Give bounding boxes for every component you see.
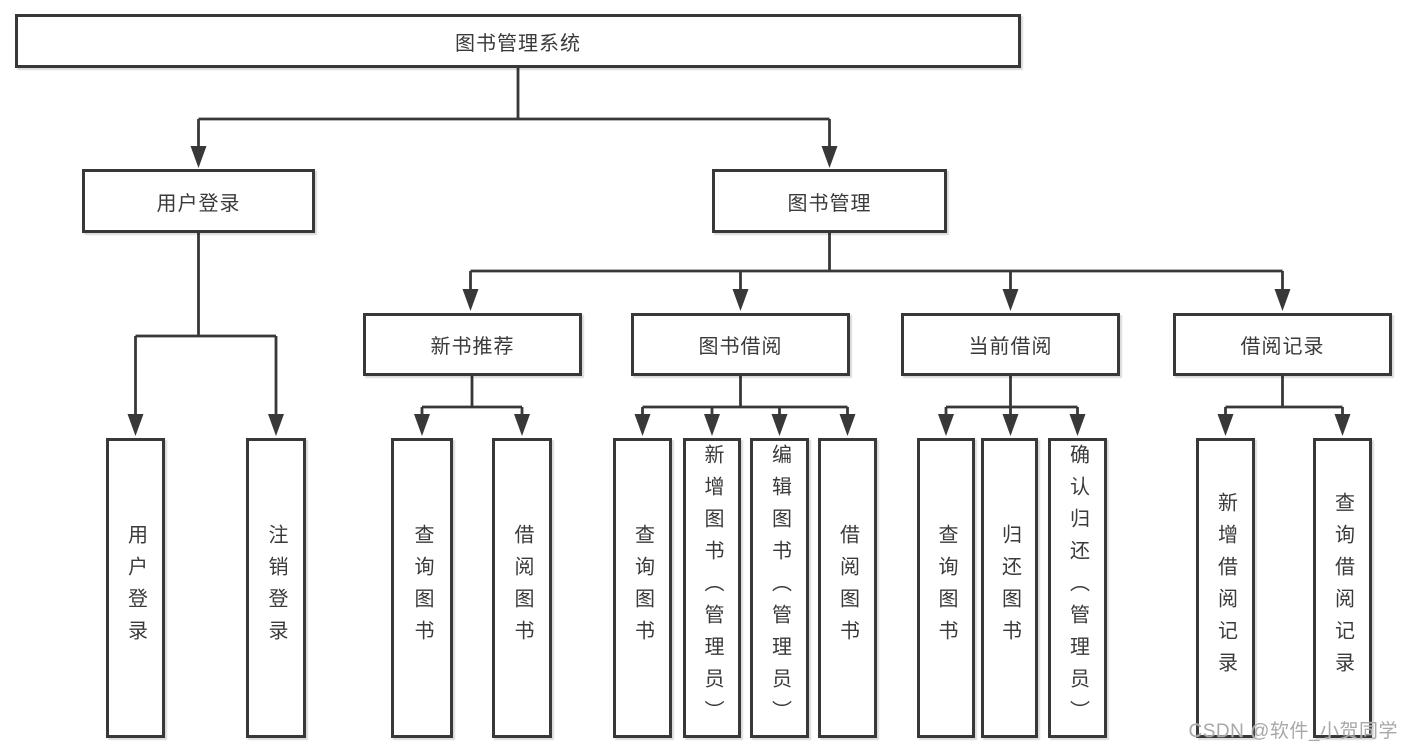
node-leaf-borrow-book-2: 借阅图书 <box>818 438 877 738</box>
node-book-mgmt-label: 图书管理 <box>787 192 872 215</box>
node-book-borrow-label: 图书借阅 <box>698 336 783 358</box>
node-borrow-records: 借阅记录 <box>1173 313 1392 376</box>
node-leaf-return-book-label: 归还图书 <box>998 524 1021 652</box>
node-leaf-query-book-2: 查询图书 <box>613 438 672 738</box>
node-leaf-query-record: 查询借阅记录 <box>1313 438 1372 738</box>
node-book-mgmt: 图书管理 <box>712 169 947 233</box>
node-current-borrow-label: 当前借阅 <box>968 336 1053 358</box>
node-leaf-query-book-2-label: 查询图书 <box>631 524 654 652</box>
node-leaf-borrow-book-2-label: 借阅图书 <box>836 524 859 652</box>
node-leaf-query-book-1-label: 查询图书 <box>411 524 433 652</box>
node-leaf-confirm-return-label: 确认归还（管理员） <box>1066 444 1089 732</box>
node-book-borrow: 图书借阅 <box>631 313 850 376</box>
node-new-book-rec-label: 新书推荐 <box>430 336 515 358</box>
node-leaf-confirm-return: 确认归还（管理员） <box>1048 438 1107 738</box>
node-leaf-user-login-label: 用户登录 <box>124 524 147 652</box>
node-leaf-add-book-label: 新增图书（管理员） <box>701 444 723 732</box>
node-leaf-add-record: 新增借阅记录 <box>1196 438 1255 738</box>
node-leaf-query-book-3-label: 查询图书 <box>935 524 957 652</box>
node-leaf-query-book-3: 查询图书 <box>917 438 975 738</box>
node-leaf-borrow-book-1: 借阅图书 <box>492 438 552 738</box>
node-new-book-rec: 新书推荐 <box>363 313 582 376</box>
node-leaf-edit-book-label: 编辑图书（管理员） <box>768 444 791 732</box>
node-leaf-query-book-1: 查询图书 <box>391 438 453 738</box>
node-current-borrow: 当前借阅 <box>901 313 1120 376</box>
node-leaf-add-record-label: 新增借阅记录 <box>1214 492 1237 684</box>
node-leaf-user-login: 用户登录 <box>106 438 165 738</box>
node-borrow-records-label: 借阅记录 <box>1240 336 1325 358</box>
node-root: 图书管理系统 <box>15 14 1021 68</box>
node-leaf-logout-label: 注销登录 <box>265 524 287 652</box>
node-leaf-borrow-book-1-label: 借阅图书 <box>511 524 533 652</box>
node-user-login: 用户登录 <box>82 169 315 233</box>
node-leaf-logout: 注销登录 <box>246 438 306 738</box>
csdn-watermark: CSDN @软件_小贺同学 <box>1188 721 1398 742</box>
node-leaf-query-record-label: 查询借阅记录 <box>1331 492 1354 684</box>
node-leaf-edit-book: 编辑图书（管理员） <box>750 438 809 738</box>
node-root-label: 图书管理系统 <box>455 32 581 55</box>
node-user-login-label: 用户登录 <box>156 192 241 215</box>
node-leaf-return-book: 归还图书 <box>981 438 1038 738</box>
node-leaf-add-book: 新增图书（管理员） <box>683 438 741 738</box>
